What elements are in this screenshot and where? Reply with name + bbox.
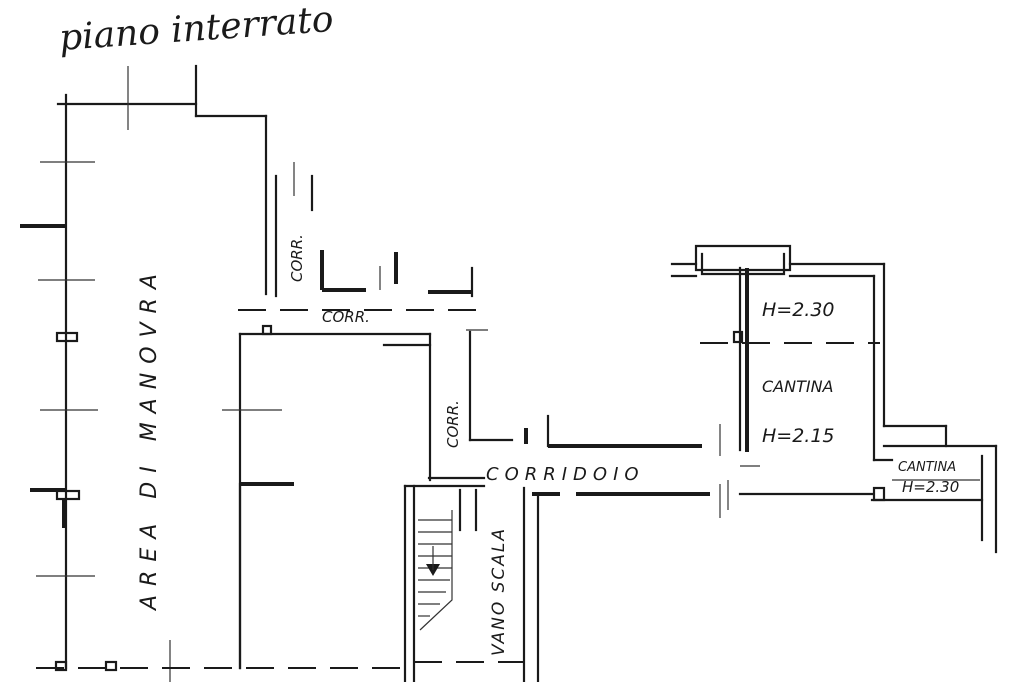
- label-height-main: H=2.15: [762, 425, 835, 447]
- label-corridoio: CORRIDOIO: [486, 464, 645, 485]
- vano-scala-walls: [403, 476, 540, 682]
- label-cantina-main: CANTINA: [762, 377, 834, 396]
- label-corr-middle: CORR.: [444, 400, 462, 448]
- area-di-manovra-walls: [20, 64, 405, 682]
- corridor-top-walls: [238, 162, 476, 311]
- central-block-walls: [222, 324, 432, 670]
- label-cantina-small: CANTINA: [898, 460, 956, 475]
- label-area-manovra: AREA DI MANOVRA: [137, 265, 162, 612]
- label-vano-scala: VANO SCALA: [489, 527, 509, 656]
- label-corr-horizontal-top: CORR.: [322, 308, 370, 326]
- label-corr-vertical-top: CORR.: [288, 234, 306, 282]
- label-height-small: H=2.30: [902, 478, 959, 496]
- corridoio-walls: [466, 329, 874, 518]
- stairs: [418, 510, 453, 631]
- cantina-walls: [670, 244, 998, 554]
- plan-title: piano interrato: [58, 0, 335, 59]
- label-height-top: H=2.30: [762, 299, 835, 321]
